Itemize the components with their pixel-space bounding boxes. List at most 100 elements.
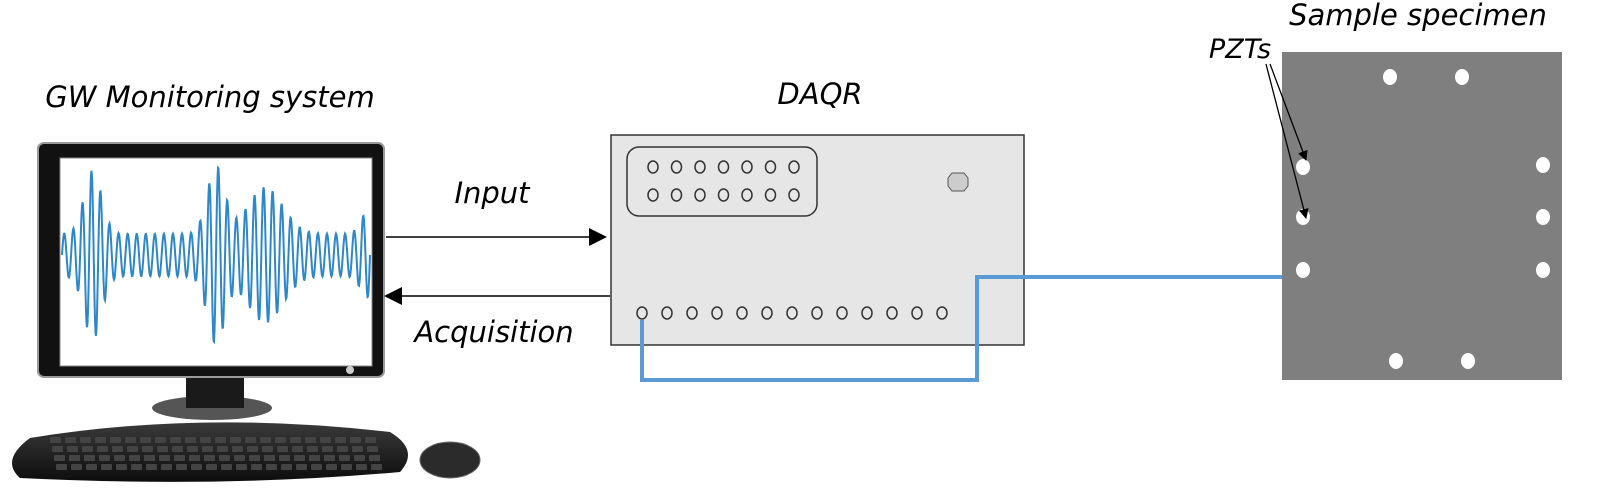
keyboard-key [56, 464, 67, 470]
input-label: Input [454, 176, 531, 210]
daqr-port [661, 306, 673, 320]
keyboard-key [264, 455, 275, 461]
keyboard-key [140, 437, 151, 443]
keyboard-key [324, 455, 335, 461]
keyboard-key [215, 437, 226, 443]
keyboard-key [127, 446, 138, 452]
keyboard-key [260, 437, 271, 443]
monitoring-system-label: GW Monitoring system [45, 80, 375, 114]
keyboard-key [125, 437, 136, 443]
keyboard-key [69, 455, 80, 461]
signal-waveform [61, 165, 371, 345]
keyboard-key [174, 455, 185, 461]
specimen-label: Sample specimen [1289, 0, 1547, 32]
keyboard-key [204, 455, 215, 461]
daqr-port [786, 306, 798, 320]
daqr-port [741, 160, 753, 174]
pzt-sensors [1296, 69, 1550, 369]
keyboard-key [101, 464, 112, 470]
keyboard-key [341, 464, 352, 470]
keyboard-key [155, 437, 166, 443]
daqr-port [670, 160, 683, 174]
sensor-cable [640, 270, 1297, 382]
pzt-pointer-arrow [1269, 63, 1308, 161]
keyboard-key [217, 446, 228, 452]
daqr-port [911, 306, 923, 320]
keyboard-key [236, 464, 247, 470]
keyboard-key [50, 437, 61, 443]
keyboard-key [221, 464, 232, 470]
keyboard-key [251, 464, 262, 470]
mouse-icon [419, 441, 481, 479]
keyboard-key [247, 446, 258, 452]
keyboard-key [54, 455, 65, 461]
daqr-port-panel [626, 146, 818, 217]
pzt-sensor [1455, 69, 1469, 85]
daqr-port [936, 306, 948, 320]
keyboard-key [230, 437, 241, 443]
keyboard-key [309, 455, 320, 461]
acquisition-label: Acquisition [412, 315, 573, 349]
keyboard-key [187, 446, 198, 452]
keyboard-key [277, 446, 288, 452]
daqr-port [647, 188, 659, 202]
keyboard-key [320, 437, 331, 443]
keyboard-key [157, 446, 168, 452]
daqr-port [764, 160, 777, 174]
keyboard-key [71, 464, 82, 470]
keyboard-key [112, 446, 123, 452]
keyboard-key [326, 464, 337, 470]
daqr-port [886, 306, 898, 320]
keyboard-key [369, 455, 380, 461]
daqr-port [736, 306, 748, 320]
keyboard-key [65, 437, 76, 443]
keyboard-key [352, 446, 363, 452]
keyboard-key [294, 455, 305, 461]
keyboard-key [307, 446, 318, 452]
keyboard-key [335, 437, 346, 443]
pzts-label: PZTs [1209, 34, 1271, 65]
keyboard-key [99, 455, 110, 461]
daqr-indicator-icon [947, 172, 969, 192]
daqr-port [861, 306, 873, 320]
keyboard-keys [50, 437, 382, 470]
keyboard-key [305, 437, 316, 443]
daqr-port [711, 306, 723, 320]
keyboard-key [131, 464, 142, 470]
keyboard-key [159, 455, 170, 461]
keyboard-key [200, 437, 211, 443]
daqr-port [788, 160, 800, 174]
keyboard-key [142, 446, 153, 452]
keyboard-key [144, 455, 155, 461]
keyboard-key [161, 464, 172, 470]
keyboard-key [292, 446, 303, 452]
keyboard-key [191, 464, 202, 470]
keyboard-key [80, 437, 91, 443]
daqr-port [636, 306, 648, 320]
computer: GW Monitoring system [12, 80, 481, 482]
daqr-port [694, 188, 706, 202]
daqr-port [694, 160, 706, 174]
keyboard-key [279, 455, 290, 461]
keyboard-key [296, 464, 307, 470]
daqr-port [717, 188, 730, 202]
sample-specimen: Sample specimen PZTs [1209, 0, 1562, 380]
keyboard-key [266, 464, 277, 470]
daqr-port [741, 188, 753, 202]
keyboard-key [234, 455, 245, 461]
keyboard-key [350, 437, 361, 443]
keyboard-key [249, 455, 260, 461]
keyboard-key [170, 437, 181, 443]
keyboard-key [232, 446, 243, 452]
specimen-plate [1282, 52, 1562, 380]
daqr-port [647, 160, 659, 174]
keyboard-key [116, 464, 127, 470]
pzt-sensor [1536, 262, 1550, 278]
keyboard-key [172, 446, 183, 452]
keyboard-key [206, 464, 217, 470]
pzt-sensor [1296, 159, 1310, 175]
keyboard-key [339, 455, 350, 461]
keyboard-key [365, 437, 376, 443]
daqr-port [670, 188, 683, 202]
pzt-sensor [1536, 209, 1550, 225]
